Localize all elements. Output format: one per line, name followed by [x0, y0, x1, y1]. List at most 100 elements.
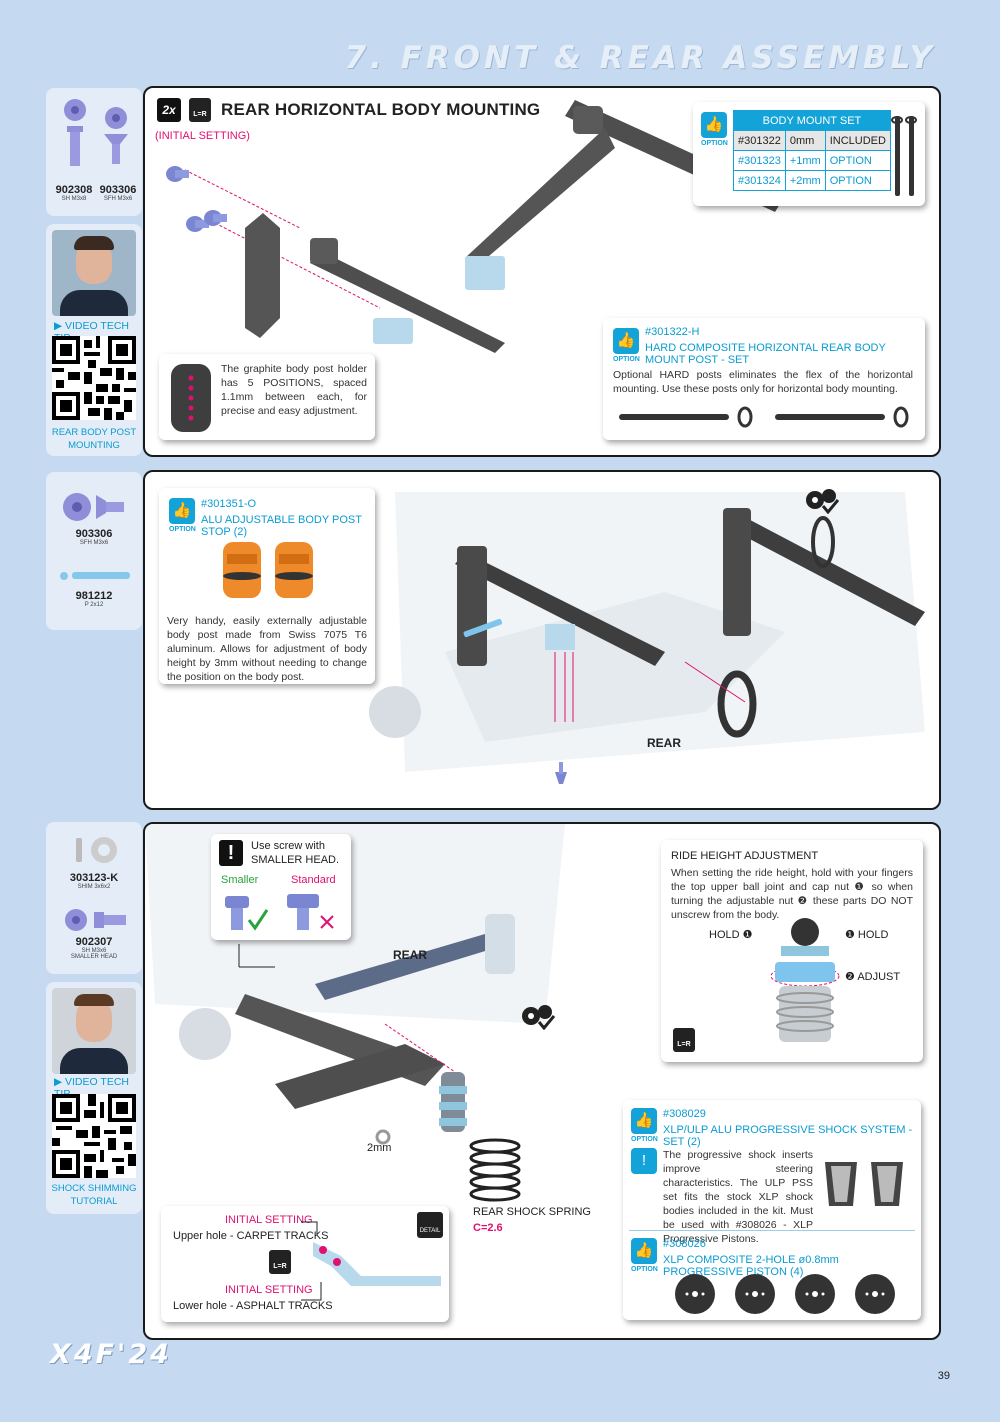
screw-sh-small-head-icon: [65, 909, 126, 931]
hard-post-text: Optional HARD posts eliminates the flex …: [613, 369, 913, 395]
shim-size-label: 2mm: [367, 1142, 392, 1154]
thumbs-up-option-icon: 👍: [631, 1238, 657, 1264]
holder-note-text: The graphite body post holder has 5 POSI…: [221, 363, 367, 417]
table-cell: INCLUDED: [824, 130, 891, 151]
body-mount-table: BODY MOUNT SET #301322 0mm INCLUDED #301…: [733, 110, 891, 191]
table-cell: OPTION: [824, 170, 891, 191]
thumbs-up-option-icon: 👍: [701, 112, 727, 138]
initial-setting-callout: INITIAL SETTING Upper hole - CARPET TRAC…: [161, 1206, 449, 1322]
step-subtitle: (INITIAL SETTING): [155, 130, 250, 142]
table-cell: #301322: [733, 130, 786, 151]
rear-shock-spring-value: C=2.6: [473, 1222, 503, 1234]
qr-code-icon: [52, 336, 136, 420]
brand-logo: X4F'24: [50, 1339, 172, 1370]
presenter-avatar: [52, 988, 136, 1074]
shock-cap-adjust-icon: [770, 918, 840, 1042]
screw-head-comparison-icon: [225, 894, 334, 931]
table-cell: +2mm: [784, 170, 826, 191]
table-cell: #301324: [733, 170, 786, 191]
warning-icon: !: [219, 840, 243, 866]
ride-height-title: RIDE HEIGHT ADJUSTMENT: [671, 850, 819, 862]
hard-post-title: HARD COMPOSITE HORIZONTAL REAR BODY MOUN…: [645, 342, 886, 366]
screw-note-line1: Use screw with: [251, 840, 325, 852]
alu-stop-text: Very handy, easily externally adjustable…: [167, 615, 367, 683]
xlp-code: #308029: [663, 1108, 706, 1120]
qr-caption-body-post: REAR BODY POST MOUNTING: [51, 427, 137, 451]
piston-code: #308026: [663, 1238, 706, 1250]
left-right-same-icon: L=R: [673, 1028, 695, 1052]
initial-setting-label-1: INITIAL SETTING: [225, 1214, 313, 1226]
hold-label-left: HOLD ❶: [709, 929, 753, 941]
quantity-badge: 2x: [157, 98, 181, 122]
alu-stop-title: ALU ADJUSTABLE BODY POST STOP (2): [201, 514, 362, 538]
table-cell: OPTION: [824, 150, 891, 171]
table-cell: #301323: [733, 150, 786, 171]
xlp-title: XLP/ULP ALU PROGRESSIVE SHOCK SYSTEM - S…: [663, 1124, 913, 1148]
thumbs-up-option-icon: 👍: [613, 328, 639, 354]
hard-post-option-callout: 👍 OPTION #301322-H HARD COMPOSITE HORIZO…: [603, 318, 925, 440]
holder-positions-callout: The graphite body post holder has 5 POSI…: [159, 354, 375, 440]
shock-tower-holes-icon: [301, 1221, 441, 1301]
lower-hole-label: Lower hole - ASPHALT TRACKS: [173, 1300, 333, 1312]
ride-height-callout: RIDE HEIGHT ADJUSTMENT When setting the …: [661, 840, 923, 1062]
qr-code-body-post[interactable]: [52, 336, 136, 420]
hard-post-code: #301322-H: [645, 326, 700, 338]
piston-title: XLP COMPOSITE 2-HOLE ø0.8mm PROGRESSIVE …: [663, 1254, 839, 1278]
smaller-head-screw-callout: ! Use screw with SMALLER HEAD. Smaller S…: [211, 834, 351, 940]
thumbs-up-option-icon: 👍: [631, 1108, 657, 1134]
alu-post-stop-parts-icon: [223, 542, 313, 598]
panel-body-post-installation: REAR 👍 OPTION #301351-O ALU ADJUSTABLE B…: [143, 470, 941, 810]
qr-caption-shock-shimming: SHOCK SHIMMING TUTORIAL: [51, 1183, 137, 1207]
hold-label-right: ❶ HOLD: [845, 929, 889, 941]
progressive-insert-icon: [825, 1162, 903, 1206]
body-mount-set-callout: 👍 OPTION BODY MOUNT SET #301322 0mm INCL…: [693, 102, 925, 206]
adjust-label: ❷ ADJUST: [845, 971, 901, 983]
info-icon: !: [631, 1148, 657, 1174]
alu-stop-code: #301351-O: [201, 498, 257, 510]
rear-direction-label: REAR: [393, 948, 428, 962]
ride-height-text: When setting the ride height, hold with …: [671, 867, 913, 921]
step-title: REAR HORIZONTAL BODY MOUNTING: [221, 100, 541, 119]
alu-post-stop-callout: 👍 OPTION #301351-O ALU ADJUSTABLE BODY P…: [159, 488, 375, 684]
settings-gear-icon: [806, 489, 839, 514]
screw-sfh-icon: [63, 493, 124, 521]
rear-shock-spring-label: REAR SHOCK SPRING: [473, 1206, 591, 1218]
left-right-same-icon: L=R: [189, 98, 211, 122]
page-number: 39: [937, 1370, 950, 1382]
qr-code-shock-shimming[interactable]: [52, 1094, 136, 1178]
body-mount-post-icon: [891, 116, 917, 196]
xlp-text: The progressive shock inserts improve st…: [663, 1149, 813, 1245]
screw-note-line2: SMALLER HEAD.: [251, 854, 340, 866]
pin-icon: [60, 572, 130, 580]
initial-setting-label-2: INITIAL SETTING: [225, 1284, 313, 1296]
screw-sfh-icon: [104, 107, 128, 164]
presenter-avatar: [52, 230, 136, 316]
rear-shock-spring-icon: [469, 1138, 521, 1202]
page-section-title: 7. FRONT & REAR ASSEMBLY: [344, 40, 936, 76]
upper-hole-label: Upper hole - CARPET TRACKS: [173, 1230, 329, 1242]
screw-sh-icon: [64, 99, 86, 166]
rear-direction-label: REAR: [647, 736, 682, 750]
chassis-body-post-illustration: [369, 492, 925, 784]
body-mount-table-header: BODY MOUNT SET: [733, 110, 891, 131]
panel-rear-horizontal-body-mounting: 2x L=R REAR HORIZONTAL BODY MOUNTING (IN…: [143, 86, 941, 457]
divider: [629, 1230, 915, 1231]
progressive-piston-icon: [675, 1274, 895, 1314]
body-post-holder-icon: [171, 364, 211, 432]
smaller-label: Smaller: [221, 874, 259, 886]
qr-code-icon: [52, 1094, 136, 1178]
video-tip-box-1: ▶ VIDEO TECH TIP REAR BODY POST MOUNTING: [46, 224, 142, 456]
panel-rear-shock-mounting: REAR 2mm REAR SHOCK SPRING C=2.6 ! Use s…: [143, 822, 941, 1340]
left-right-same-icon: L=R: [269, 1250, 291, 1274]
detail-zoom-icon: DETAIL: [417, 1212, 443, 1238]
hard-post-parts-icon: [619, 406, 909, 428]
shim-icon: [76, 837, 117, 863]
